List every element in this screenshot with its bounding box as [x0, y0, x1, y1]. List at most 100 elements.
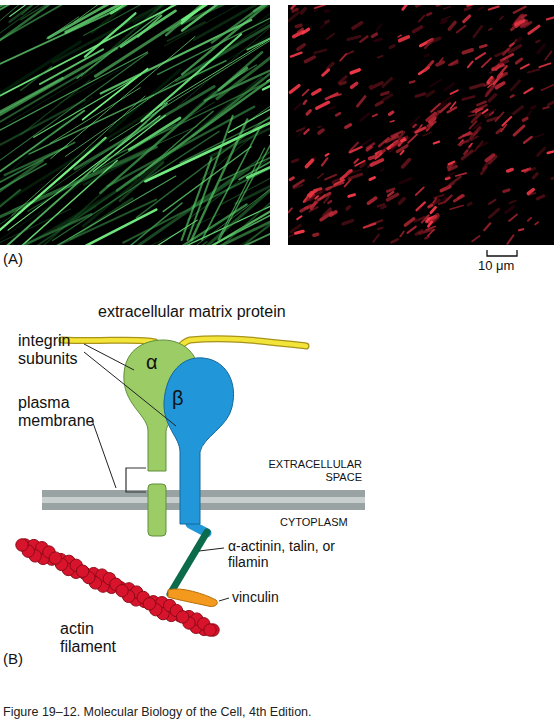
fiber-stroke — [0, 179, 136, 245]
contact-streak — [333, 180, 337, 182]
contact-streak — [449, 162, 455, 165]
fiber-stroke — [6, 70, 96, 125]
subunit-name: α — [146, 352, 158, 372]
contact-streak — [500, 17, 503, 20]
contact-streak — [477, 143, 487, 148]
contact-streak — [294, 180, 304, 186]
contact-streak — [449, 60, 457, 65]
contact-streak — [430, 202, 435, 207]
contact-streak — [509, 46, 520, 52]
fiber-stroke — [28, 124, 175, 211]
contact-streak — [528, 218, 531, 221]
contact-streak — [376, 102, 382, 105]
fiber-stroke — [202, 128, 260, 240]
contact-streak — [507, 56, 510, 59]
contact-streak — [531, 168, 535, 169]
actin-monomer — [143, 598, 155, 610]
contact-streak — [471, 84, 484, 88]
part-label: 10 μm — [478, 259, 514, 274]
contact-streak — [343, 221, 352, 224]
contact-streak — [417, 5, 424, 6]
fiber-stroke — [0, 142, 75, 201]
contact-streak — [368, 198, 375, 203]
contact-streak — [400, 178, 411, 183]
contact-streak — [439, 202, 443, 205]
contact-streak — [533, 174, 537, 178]
contact-streak — [398, 35, 401, 37]
contact-streak — [303, 90, 309, 96]
contact-streak — [528, 190, 533, 194]
contact-streak — [292, 160, 297, 162]
contact-streak — [495, 112, 503, 121]
contact-streak — [497, 129, 501, 133]
contact-streak — [317, 102, 329, 108]
contact-streak — [367, 147, 371, 150]
contact-streak — [349, 174, 362, 178]
contact-streak — [451, 63, 457, 65]
membrane-band — [42, 490, 365, 510]
contact-streak — [441, 187, 450, 191]
contact-streak — [346, 125, 351, 128]
contact-streak — [324, 209, 330, 216]
contact-streak — [323, 70, 329, 75]
fiber-stroke — [219, 91, 270, 240]
contact-streak — [510, 43, 514, 46]
contact-streak — [290, 85, 299, 92]
fiber-stroke — [142, 34, 242, 121]
fiber-stroke — [102, 71, 270, 161]
actin-monomer — [49, 552, 61, 564]
contact-streak — [296, 25, 301, 26]
contact-streak — [478, 7, 483, 9]
contact-streak — [450, 177, 461, 185]
contact-streak — [378, 204, 384, 206]
fiber-stroke — [0, 200, 156, 245]
contact-streak — [450, 205, 463, 209]
contact-streak — [311, 202, 315, 208]
contact-streak — [488, 84, 492, 87]
integrin-subunit: β — [158, 352, 240, 527]
actin-monomer — [116, 585, 128, 597]
contact-streak — [538, 45, 544, 53]
part-label: actin filament — [60, 620, 126, 657]
contact-streak — [302, 9, 306, 13]
fiber-stroke — [0, 176, 176, 245]
contact-streak — [290, 178, 293, 180]
contact-streak — [448, 108, 456, 113]
contact-streak — [437, 62, 443, 65]
contact-streak — [423, 132, 431, 135]
contact-streak — [545, 51, 551, 60]
contact-streak — [315, 5, 325, 8]
contact-streak — [463, 50, 472, 53]
contact-streak — [547, 16, 554, 19]
fiber-stroke — [269, 111, 270, 135]
contact-streak — [470, 110, 475, 112]
contact-streak — [378, 228, 383, 229]
contact-streak — [405, 219, 413, 225]
fiber-stroke — [191, 119, 247, 240]
leader-line — [219, 598, 229, 601]
contact-streak — [449, 22, 455, 29]
contact-streak — [288, 12, 298, 21]
contact-streak — [535, 222, 538, 224]
contact-streak — [371, 83, 382, 88]
contact-streak — [442, 95, 453, 103]
contact-streak — [362, 139, 371, 145]
fiber-stroke — [164, 5, 270, 46]
contact-streak — [390, 121, 394, 122]
contact-streak — [375, 153, 381, 158]
contact-streak — [403, 160, 410, 167]
contact-streak — [524, 22, 531, 26]
contact-streak — [353, 23, 362, 29]
contact-streak — [511, 81, 520, 90]
contact-streak — [403, 5, 409, 9]
contact-streak — [327, 188, 331, 190]
fiber-stroke — [51, 37, 195, 159]
contact-streak — [463, 97, 474, 100]
subunit-shape — [164, 358, 234, 524]
contact-streak — [432, 112, 439, 121]
contact-streak — [382, 207, 386, 209]
